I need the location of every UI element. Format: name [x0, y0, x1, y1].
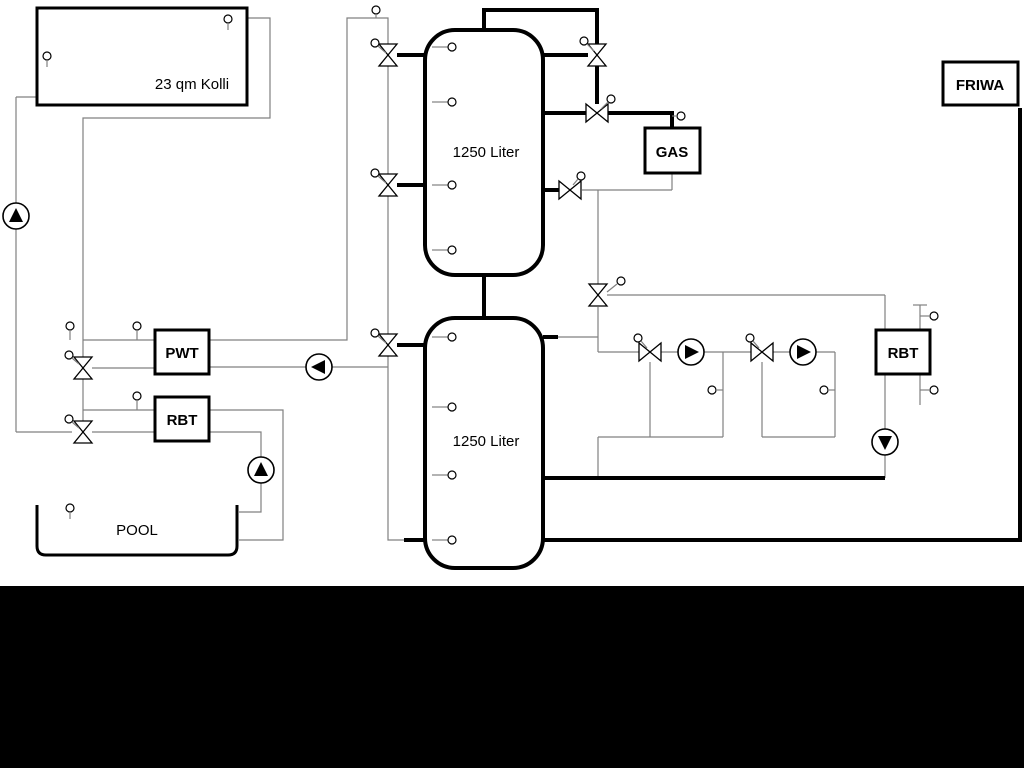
- gas-boiler-box: GAS: [643, 126, 702, 175]
- temp-sensor-tank-top-3: [432, 180, 457, 190]
- buffer-tank-top-label: 1250 Liter: [453, 144, 520, 161]
- gas-boiler-label: GAS: [656, 144, 689, 161]
- temp-sensor-tank-bottom-2: [432, 402, 457, 412]
- solar-collector-label: 23 qm Kolli: [155, 76, 229, 93]
- boiler-left-label: RBT: [167, 412, 198, 429]
- temp-sensors: [42, 5, 939, 545]
- temp-sensor-top-header: [371, 5, 381, 18]
- valve-tank-bottom-upper: [370, 328, 399, 357]
- buffer-tank-bottom: 1250 Liter: [423, 316, 545, 570]
- temp-sensor-tank-bottom-3: [432, 470, 457, 480]
- temp-sensor-rbt-right-top: [920, 311, 939, 321]
- boiler-left-box: RBT: [153, 395, 211, 443]
- pump-pwt: [305, 353, 333, 381]
- pool-label: POOL: [116, 522, 158, 539]
- boiler-right-label: RBT: [888, 345, 919, 362]
- valve-circuit-header: [587, 276, 626, 307]
- buffer-tank-top: 1250 Liter: [423, 28, 545, 277]
- pump-boiler-right: [871, 428, 899, 456]
- pump-circuit-2: [789, 338, 817, 366]
- temp-sensor-collector-right: [223, 14, 233, 30]
- temp-sensor-pwt-supply: [132, 321, 142, 340]
- pump-solar: [2, 202, 30, 230]
- temp-sensor-pool: [65, 503, 75, 519]
- temp-sensor-tank-top-4: [432, 245, 457, 255]
- temp-sensor-gas-supply: [672, 111, 686, 121]
- temp-sensor-tank-top-2: [432, 97, 457, 107]
- heat-exchanger-label: PWT: [165, 345, 198, 362]
- temp-sensor-tank-bottom-4: [432, 535, 457, 545]
- temp-sensor-tank-bottom-1: [432, 332, 457, 342]
- pump-circuit-1: [677, 338, 705, 366]
- fresh-water-station-label: FRIWA: [956, 77, 1004, 94]
- heat-exchanger-box: PWT: [153, 328, 211, 376]
- pool-basin: POOL: [35, 505, 239, 557]
- temp-sensor-rbt-supply: [132, 391, 142, 410]
- pump-pool: [247, 456, 275, 484]
- valve-gas-return: [558, 171, 586, 201]
- valve-tank-top-lower: [370, 168, 399, 197]
- pipe-network-thick: [397, 8, 1022, 542]
- valve-heating-circuit-1: [633, 333, 662, 363]
- temp-sensor-collector-left: [42, 51, 52, 67]
- valve-top-header: [579, 36, 608, 67]
- valve-heating-circuit-2: [745, 333, 774, 363]
- temp-sensor-tank-top-1: [432, 42, 457, 52]
- valve-tank-top-upper: [370, 38, 399, 67]
- temp-sensor-rbt-right-bottom: [920, 385, 939, 395]
- buffer-tank-bottom-label: 1250 Liter: [453, 433, 520, 450]
- valve-gas-mixer: [585, 94, 616, 124]
- valve-rbt-diverter: [64, 414, 94, 444]
- valve-pwt-diverter: [64, 350, 94, 380]
- temp-sensor-circuit-1-return: [707, 385, 723, 395]
- boiler-right-box: RBT: [874, 328, 932, 376]
- temp-sensor-circuit-2-return: [819, 385, 835, 395]
- pipe-network-thin: [15, 17, 927, 541]
- fresh-water-station-box: FRIWA: [941, 60, 1020, 107]
- letterbox-bottom: [0, 586, 1024, 768]
- temp-sensor-solar-return: [65, 321, 75, 340]
- solar-collector-box: 23 qm Kolli: [35, 6, 249, 107]
